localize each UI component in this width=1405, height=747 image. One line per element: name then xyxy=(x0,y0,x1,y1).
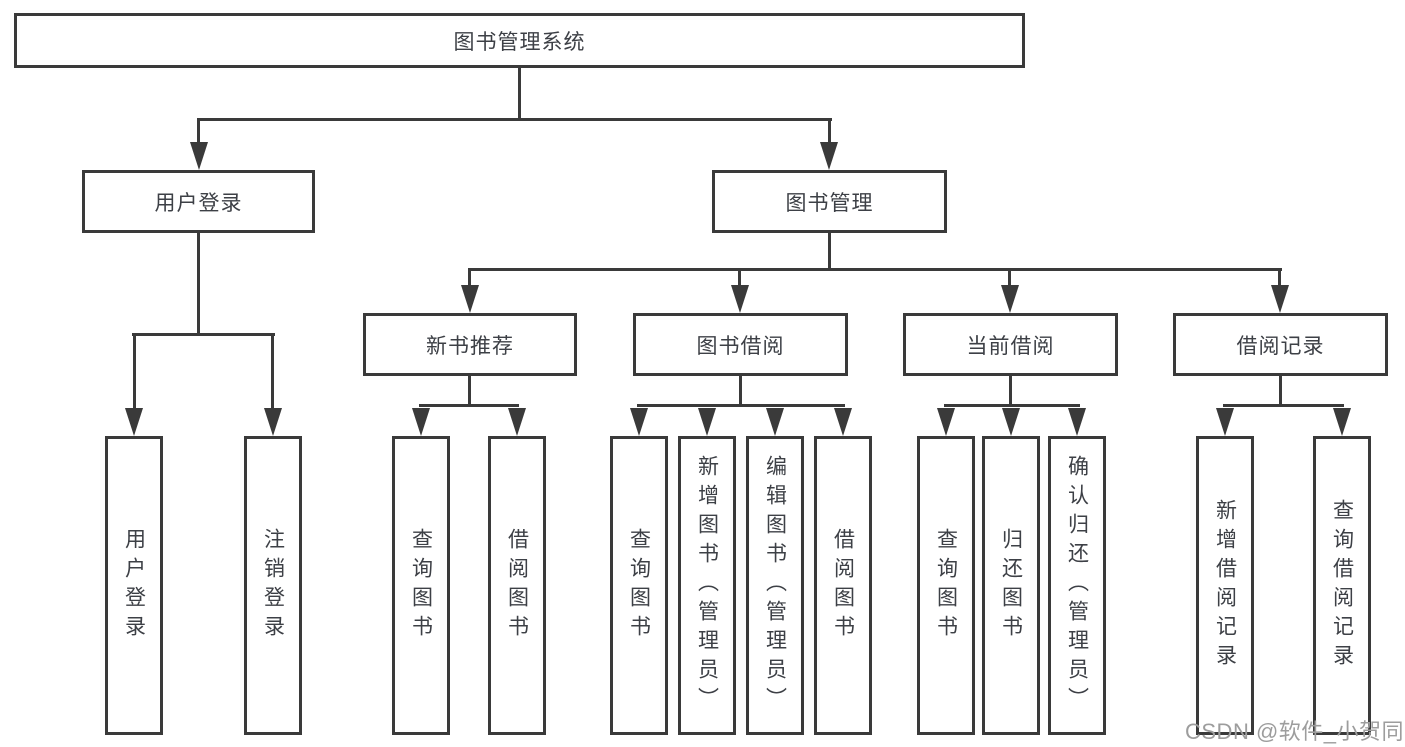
connector-drop-level3 xyxy=(738,270,741,286)
connector-level2-rail xyxy=(197,118,832,121)
arrow-down-icon xyxy=(1068,408,1086,436)
connector-borrowing-records-trunk xyxy=(1279,376,1282,406)
leaf-query-books-borrowing-label: 查询图书 xyxy=(627,527,651,644)
leaf-return-books-label: 归还图书 xyxy=(999,527,1023,644)
arrow-down-icon xyxy=(412,408,430,436)
arrow-down-icon xyxy=(698,408,716,436)
arrow-down-icon xyxy=(766,408,784,436)
connector-drop-leaf xyxy=(133,335,136,409)
leaf-add-books-admin: 新增图书（管理员） xyxy=(678,436,736,735)
arrow-down-icon xyxy=(508,408,526,436)
node-library-system: 图书管理系统 xyxy=(14,13,1025,68)
arrow-down-icon xyxy=(630,408,648,436)
arrow-down-icon xyxy=(731,285,749,313)
leaf-query-books-recommend-label: 查询图书 xyxy=(409,527,433,644)
leaf-borrow-books-borrowing: 借阅图书 xyxy=(814,436,872,735)
leaf-query-books-borrowing: 查询图书 xyxy=(610,436,668,735)
leaf-query-borrow-record: 查询借阅记录 xyxy=(1313,436,1371,735)
leaf-confirm-return-admin: 确认归还（管理员） xyxy=(1048,436,1106,735)
arrow-down-icon xyxy=(1001,285,1019,313)
arrow-down-icon xyxy=(264,408,282,436)
connector-current-borrowing-rail xyxy=(944,404,1080,407)
node-book-management: 图书管理 xyxy=(712,170,947,233)
connector-root-trunk xyxy=(518,68,521,121)
arrow-down-icon xyxy=(190,142,208,170)
connector-drop-leaf xyxy=(271,335,274,409)
node-borrowing-records-label: 借阅记录 xyxy=(1236,334,1325,358)
connector-drop-user-login xyxy=(197,120,200,143)
connector-level3-rail xyxy=(468,268,1282,271)
connector-book-management-trunk xyxy=(828,233,831,271)
leaf-add-borrow-record: 新增借阅记录 xyxy=(1196,436,1254,735)
arrow-down-icon xyxy=(1216,408,1234,436)
connector-drop-book-management xyxy=(828,120,831,143)
node-book-management-label: 图书管理 xyxy=(785,191,874,215)
node-user-login: 用户登录 xyxy=(82,170,315,233)
connector-new-book-trunk xyxy=(468,376,471,406)
watermark: CSDN @软件_小贺同学 xyxy=(1185,719,1405,744)
leaf-borrow-books-recommend: 借阅图书 xyxy=(488,436,546,735)
leaf-edit-books-admin-label: 编辑图书（管理员） xyxy=(763,455,787,716)
arrow-down-icon xyxy=(937,408,955,436)
leaf-query-books-current: 查询图书 xyxy=(917,436,975,735)
leaf-user-login: 用户登录 xyxy=(105,436,163,735)
leaf-borrow-books-recommend-label: 借阅图书 xyxy=(505,527,529,644)
arrow-down-icon xyxy=(461,285,479,313)
leaf-return-books: 归还图书 xyxy=(982,436,1040,735)
node-book-borrowing: 图书借阅 xyxy=(633,313,848,376)
leaf-user-login-label: 用户登录 xyxy=(122,527,146,644)
connector-current-borrowing-trunk xyxy=(1009,376,1012,406)
connector-drop-level3 xyxy=(1008,270,1011,286)
node-user-login-label: 用户登录 xyxy=(154,191,243,215)
node-borrowing-records: 借阅记录 xyxy=(1173,313,1388,376)
leaf-edit-books-admin: 编辑图书（管理员） xyxy=(746,436,804,735)
node-new-book-recommendation-label: 新书推荐 xyxy=(426,334,514,358)
leaf-add-books-admin-label: 新增图书（管理员） xyxy=(695,455,719,716)
arrow-down-icon xyxy=(125,408,143,436)
connector-new-book-rail xyxy=(419,404,519,407)
arrow-down-icon xyxy=(1333,408,1351,436)
leaf-borrow-books-borrowing-label: 借阅图书 xyxy=(831,527,855,644)
arrow-down-icon xyxy=(834,408,852,436)
arrow-down-icon xyxy=(1271,285,1289,313)
leaf-query-books-current-label: 查询图书 xyxy=(934,527,958,644)
node-library-system-label: 图书管理系统 xyxy=(453,30,586,54)
connector-book-borrowing-trunk xyxy=(739,376,742,406)
leaf-add-borrow-record-label: 新增借阅记录 xyxy=(1213,498,1237,673)
node-current-borrowing: 当前借阅 xyxy=(903,313,1118,376)
leaf-logout-label: 注销登录 xyxy=(261,527,285,644)
connector-borrowing-records-rail xyxy=(1223,404,1344,407)
leaf-query-borrow-record-label: 查询借阅记录 xyxy=(1330,498,1354,673)
connector-book-borrowing-rail xyxy=(637,404,845,407)
leaf-query-books-recommend: 查询图书 xyxy=(392,436,450,735)
node-book-borrowing-label: 图书借阅 xyxy=(696,334,785,358)
leaf-confirm-return-admin-label: 确认归还（管理员） xyxy=(1065,455,1089,716)
arrow-down-icon xyxy=(1002,408,1020,436)
node-new-book-recommendation: 新书推荐 xyxy=(363,313,577,376)
connector-drop-level3 xyxy=(468,270,471,286)
arrow-down-icon xyxy=(820,142,838,170)
connector-user-login-rail xyxy=(132,333,275,336)
connector-user-login-trunk xyxy=(197,233,200,336)
leaf-logout: 注销登录 xyxy=(244,436,302,735)
node-current-borrowing-label: 当前借阅 xyxy=(966,334,1055,358)
connector-drop-level3 xyxy=(1278,270,1281,286)
